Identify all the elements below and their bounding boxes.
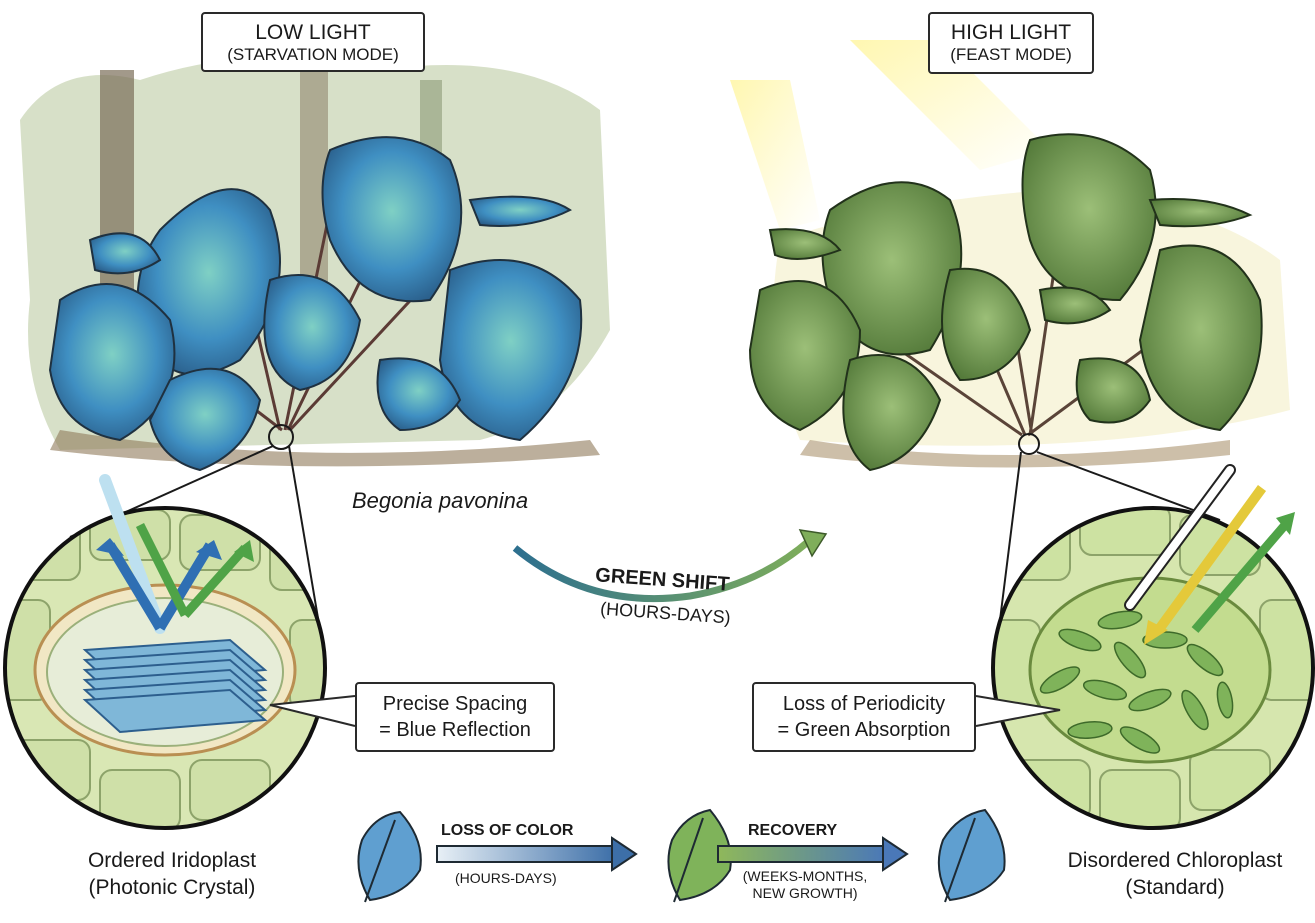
recovery-time-line1: (WEEKS-MONTHS, <box>742 868 868 884</box>
right-callout-line1: Loss of Periodicity <box>782 693 946 715</box>
green-shift-label: GREEN SHIFT <box>595 564 731 595</box>
left-caption: Ordered Iridoplast (Photonic Crystal) <box>62 847 282 901</box>
left-callout-line2: = Blue Reflection <box>379 719 531 741</box>
left-callout-line1: Precise Spacing <box>382 693 528 715</box>
begonia-blue-plant <box>48 136 583 472</box>
low-light-title-box: LOW LIGHT (STARVATION MODE) <box>201 12 425 72</box>
high-light-subtitle: (FEAST MODE) <box>950 45 1072 64</box>
green-shift-arrow <box>512 529 828 603</box>
recovery-time: (WEEKS-MONTHS, NEW GROWTH) <box>720 868 890 902</box>
recovery-label: RECOVERY <box>748 822 838 839</box>
recovery-time-line2: NEW GROWTH) <box>752 885 858 901</box>
low-light-title: LOW LIGHT <box>255 21 371 44</box>
high-light-title: HIGH LIGHT <box>950 21 1072 44</box>
timeline-graphics <box>357 808 1006 903</box>
right-callout-line2: = Green Absorption <box>777 719 951 741</box>
chloroplast-zoom-circle <box>991 464 1315 830</box>
zoom-marker-left <box>268 424 294 450</box>
left-caption-line2: (Photonic Crystal) <box>88 876 256 899</box>
left-callout: Precise Spacing = Blue Reflection <box>355 682 555 752</box>
iridoplast-zoom-circle <box>3 474 327 830</box>
right-caption: Disordered Chloroplast (Standard) <box>1040 847 1310 901</box>
callout-pointers <box>269 695 1061 727</box>
low-light-subtitle: (STARVATION MODE) <box>227 45 399 64</box>
high-light-title-box: HIGH LIGHT (FEAST MODE) <box>928 12 1094 74</box>
right-caption-line1: Disordered Chloroplast <box>1067 849 1283 872</box>
loss-of-color-label: LOSS OF COLOR <box>441 822 574 839</box>
zoom-marker-right <box>1018 433 1040 455</box>
begonia-green-plant <box>748 133 1263 472</box>
green-shift-time: (HOURS-DAYS) <box>600 598 732 627</box>
species-name: Begonia pavonina <box>352 488 529 513</box>
loss-of-color-time: (HOURS-DAYS) <box>455 870 557 886</box>
right-callout: Loss of Periodicity = Green Absorption <box>752 682 976 752</box>
right-caption-line2: (Standard) <box>1125 876 1225 899</box>
left-caption-line1: Ordered Iridoplast <box>87 849 257 872</box>
